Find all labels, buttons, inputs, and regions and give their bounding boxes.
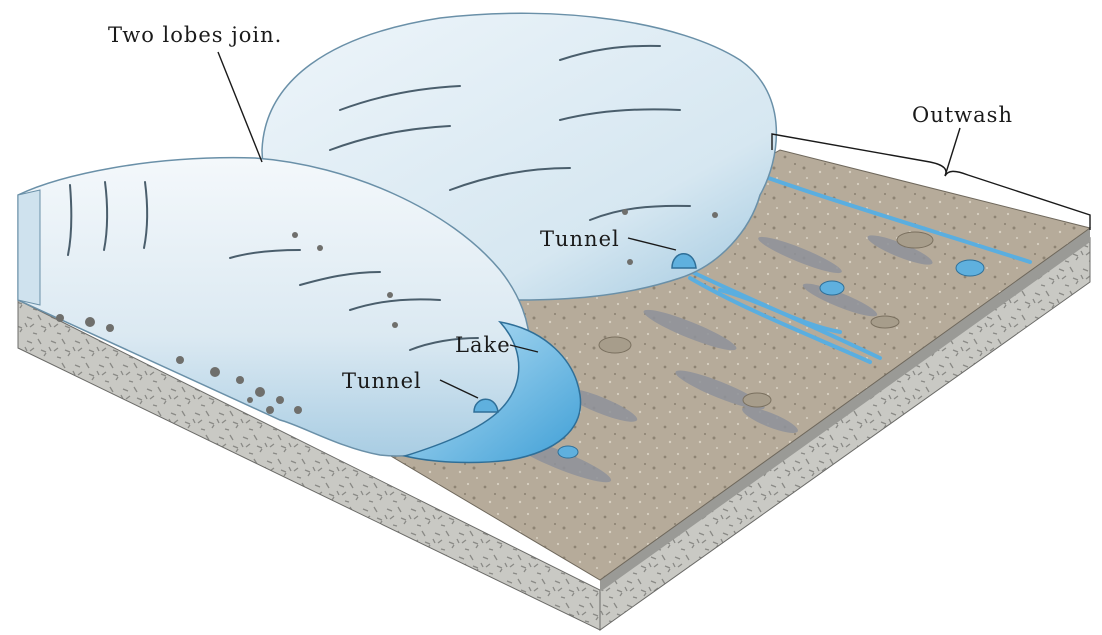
label-tunnel-lower: Tunnel	[342, 369, 422, 393]
label-lake: Lake	[455, 333, 511, 357]
leader-outwash	[945, 128, 960, 176]
label-tunnel-upper: Tunnel	[540, 227, 620, 251]
label-two-lobes-join: Two lobes join.	[108, 23, 282, 47]
label-outwash: Outwash	[912, 103, 1013, 127]
front-lobe-cliff	[18, 190, 40, 305]
leader-lobes-join	[218, 52, 262, 162]
